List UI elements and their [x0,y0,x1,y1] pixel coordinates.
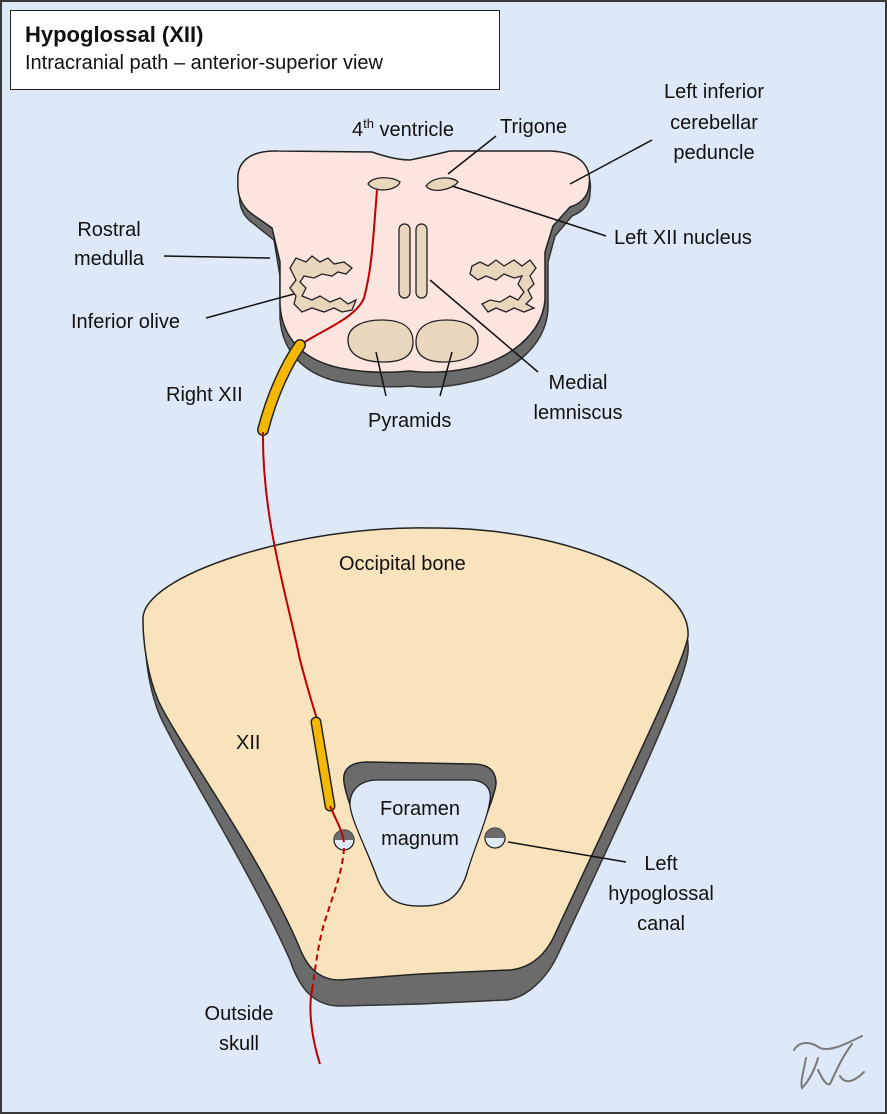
label-rostral-medulla-1: Rostral [77,219,140,241]
occipital-bone [142,527,689,1007]
leader-left-icp [569,139,653,185]
inferior-olive-left [469,259,537,313]
inferior-olive-right [289,255,358,313]
right-canal-shade [334,830,354,840]
label-trigone: Trigone [500,116,567,138]
leader-inferior-olive [205,293,295,319]
labels: 4th ventricle Trigone Left inferior cere… [71,81,764,1055]
nerve-intracranial [261,431,319,723]
right-xii-root-fill [258,340,305,435]
label-pyramids: Pyramids [368,410,451,432]
label-outside-skull-1: Outside [205,1003,274,1025]
leader-rostral-medulla [163,255,271,259]
xii-segment-fill [312,718,334,810]
leader-lines [163,135,653,863]
label-rostral-medulla-2: medulla [74,248,145,270]
leader-pyramid-right [375,351,387,397]
left-xii-nucleus [425,177,459,192]
label-right-xii: Right XII [166,384,243,406]
label-left-icp-1: Left inferior [664,81,764,103]
occipital-face [142,527,689,981]
pyramid-right [347,319,414,363]
label-xii: XII [236,732,260,754]
title-box: Hypoglossal (XII) Intracranial path – an… [10,10,500,90]
label-medial-lemniscus-2: lemniscus [534,402,623,424]
nerve-intramedullary [299,189,378,346]
leader-left-xii-nucleus [451,185,607,237]
leader-medial-lemniscus [429,279,539,373]
hypoglossal-nerve [257,189,378,1065]
label-fourth-ventricle: 4th ventricle [352,116,454,141]
label-left-canal-3: canal [637,913,685,935]
label-left-canal-2: hypoglossal [608,883,714,905]
leader-pyramid-left [439,351,453,397]
signature-mark [793,1035,865,1090]
label-left-icp-2: cerebellar [670,112,758,134]
label-left-xii-nucleus: Left XII nucleus [614,227,752,249]
left-canal-shade [485,828,505,838]
page-title: Hypoglossal (XII) [25,22,204,47]
page-subtitle: Intracranial path – anterior-superior vi… [25,52,383,74]
label-foramen-magnum-2: magnum [381,828,459,850]
foramen-magnum [349,779,491,907]
right-xii-nucleus [367,177,401,191]
label-outside-skull-2: skull [219,1033,259,1055]
medial-lemniscus-left [415,223,428,299]
leader-left-canal [507,841,627,863]
label-occipital-bone: Occipital bone [339,553,466,575]
label-inferior-olive: Inferior olive [71,311,180,333]
nerve-through-bone [311,847,345,991]
nerve-to-canal [329,805,345,843]
medial-lemniscus-right [398,223,411,299]
pyramid-left [415,319,479,363]
label-medial-lemniscus-1: Medial [549,372,608,394]
label-left-icp-3: peduncle [673,142,754,164]
leader-trigone [447,135,497,175]
nerve-outside-skull [309,989,321,1065]
label-left-canal-1: Left [644,853,678,875]
label-foramen-magnum-1: Foramen [380,798,460,820]
